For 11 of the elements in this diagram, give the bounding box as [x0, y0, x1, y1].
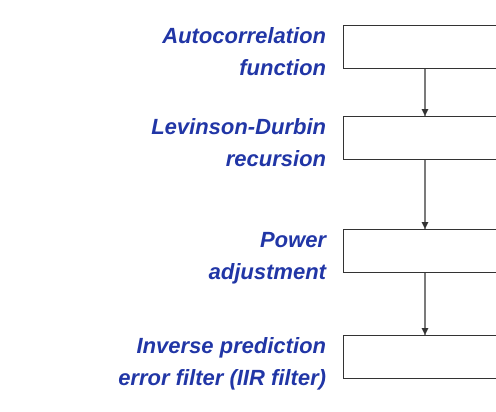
- process-box: [343, 229, 496, 273]
- step-label: Levinson-Durbin recursion: [150, 113, 326, 173]
- process-box: [343, 25, 496, 69]
- step-label: Power adjustment: [208, 226, 326, 286]
- arrow: [422, 160, 428, 229]
- step-label: Inverse prediction error filter (IIR filter): [117, 332, 326, 392]
- step-label: Autocorrelation function: [161, 22, 326, 82]
- arrow: [422, 69, 428, 116]
- arrow: [422, 273, 428, 335]
- process-box: [343, 116, 496, 160]
- process-box: [343, 335, 496, 379]
